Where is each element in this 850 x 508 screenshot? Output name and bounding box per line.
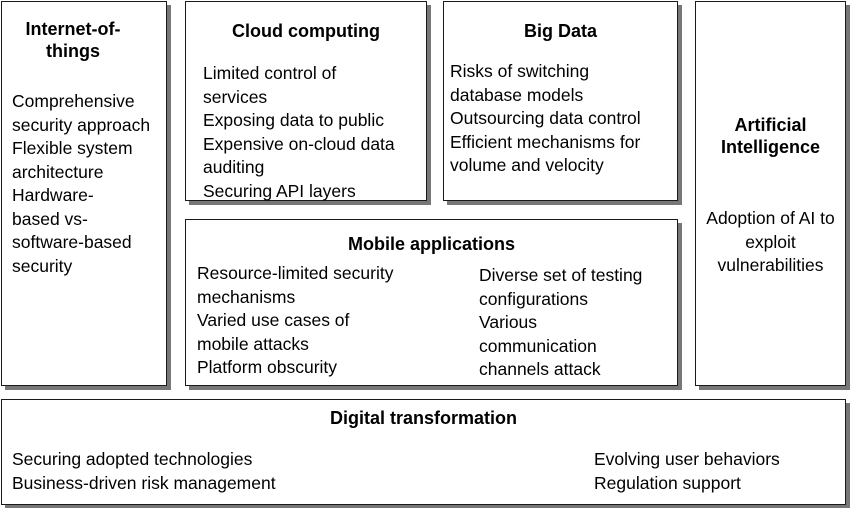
iot-item: Flexible system architecture [12,138,133,182]
mobile-items-left: Resource-limited security mechanisms Var… [197,262,427,380]
cloud-item: Exposing data to public [203,110,384,130]
bigdata-items: Risks of switching database models Outso… [450,60,676,178]
ai-item: Adoption of AI to exploit vulnerabilitie… [706,208,835,275]
iot-box: Internet-of-things Comprehensive securit… [1,1,167,386]
digital-items-right: Evolving user behaviors Regulation suppo… [594,448,839,495]
cloud-box: Cloud computing Limited control of servi… [185,1,427,201]
digital-title: Digital transformation [329,408,517,428]
ai-title: Artificial Intelligence [720,115,821,157]
mobile-title: Mobile applications [347,234,516,254]
digital-item: Business-driven risk management [12,472,276,493]
mobile-box: Mobile applications Resource-limited sec… [185,219,678,386]
cloud-item: Expensive on-cloud data auditing [203,133,395,178]
mobile-item: Various communication channels attack [479,312,601,379]
digital-items-left: Securing adopted technologies Business-d… [12,448,372,495]
digital-item: Evolving user behaviors [594,449,780,469]
mobile-item: Resource-limited security mechanisms [197,263,394,307]
iot-item: Comprehensive security approach [12,91,151,135]
iot-item: Hardware-based vs-software-based securit… [12,185,132,276]
ai-box: Artificial Intelligence Adoption of AI t… [695,1,846,386]
mobile-item: Varied use cases of mobile attacks [197,310,350,354]
cloud-item: Securing API layers [203,180,356,201]
iot-title: Internet-of-things [25,19,121,61]
mobile-item: Diverse set of testing configurations [479,265,643,309]
bigdata-item: Efficient mechanisms for volume and velo… [450,131,641,176]
digital-box: Digital transformation Securing adopted … [1,399,846,505]
digital-item: Regulation support [594,472,741,493]
cloud-title: Cloud computing [232,21,380,41]
bigdata-item: Outsourcing data control [450,108,641,128]
ai-items: Adoption of AI to exploit vulnerabilitie… [701,207,840,278]
bigdata-box: Big Data Risks of switching database mod… [443,1,678,201]
mobile-items-right: Diverse set of testing configurations Va… [479,264,674,382]
digital-item: Securing adopted technologies [12,449,253,469]
mobile-item: Platform obscurity [197,357,338,377]
bigdata-item: Risks of switching database models [450,61,590,105]
iot-items: Comprehensive security approach Flexible… [12,90,164,278]
cloud-items: Limited control of services Exposing dat… [203,62,425,203]
cloud-item: Limited control of services [203,63,337,107]
bigdata-title: Big Data [523,21,597,41]
